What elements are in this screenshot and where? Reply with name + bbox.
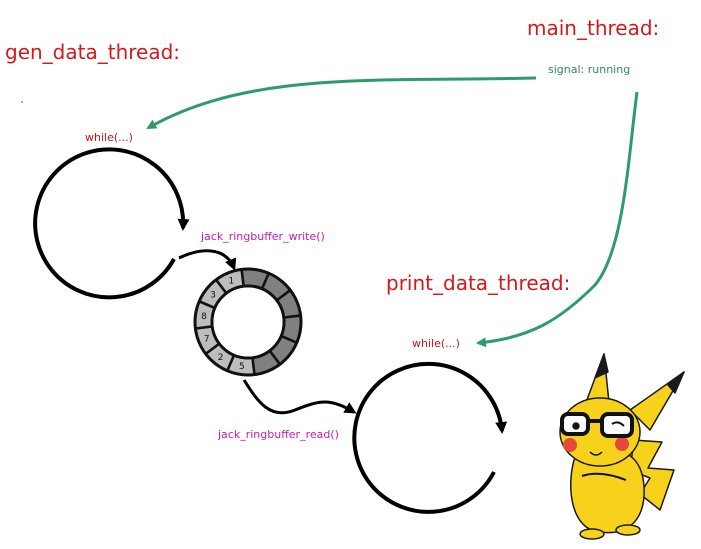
ring-buffer: 1 3 8 72 5 — [193, 267, 303, 377]
ring-slot-number: 8 — [201, 312, 207, 322]
read-function-label: jack_ringbuffer_read() — [218, 428, 339, 441]
gen-loop-label: while(...) — [85, 131, 133, 144]
signal-label: signal: running — [548, 63, 631, 76]
print-loop-label: while(...) — [412, 337, 460, 350]
write-arrow — [178, 249, 237, 271]
print-thread-title: print_data_thread: — [386, 271, 571, 295]
stray-dot — [21, 101, 23, 103]
ring-slot-number: 5 — [239, 362, 245, 372]
print-loop-circle — [352, 361, 508, 514]
ring-slot-number: 3 — [210, 291, 216, 301]
signal-arrow-to-gen — [146, 76, 537, 130]
ring-inner-edge — [210, 284, 286, 360]
main-thread-title: main_thread: — [527, 16, 660, 40]
ring-slot-number: 2 — [218, 353, 224, 363]
write-function-label: jack_ringbuffer_write() — [201, 230, 325, 243]
ring-outer-edge — [193, 267, 303, 377]
gen-thread-title: gen_data_thread: — [5, 40, 181, 64]
ring-slot-number: 1 — [228, 277, 234, 287]
pikachu-mascot-illustration — [559, 353, 685, 540]
ring-hole — [213, 287, 283, 357]
ring-slot-number: 7 — [204, 335, 210, 345]
gen-loop-circle — [33, 147, 190, 300]
signal-arrow-to-print — [476, 91, 639, 348]
read-arrow — [242, 379, 357, 415]
